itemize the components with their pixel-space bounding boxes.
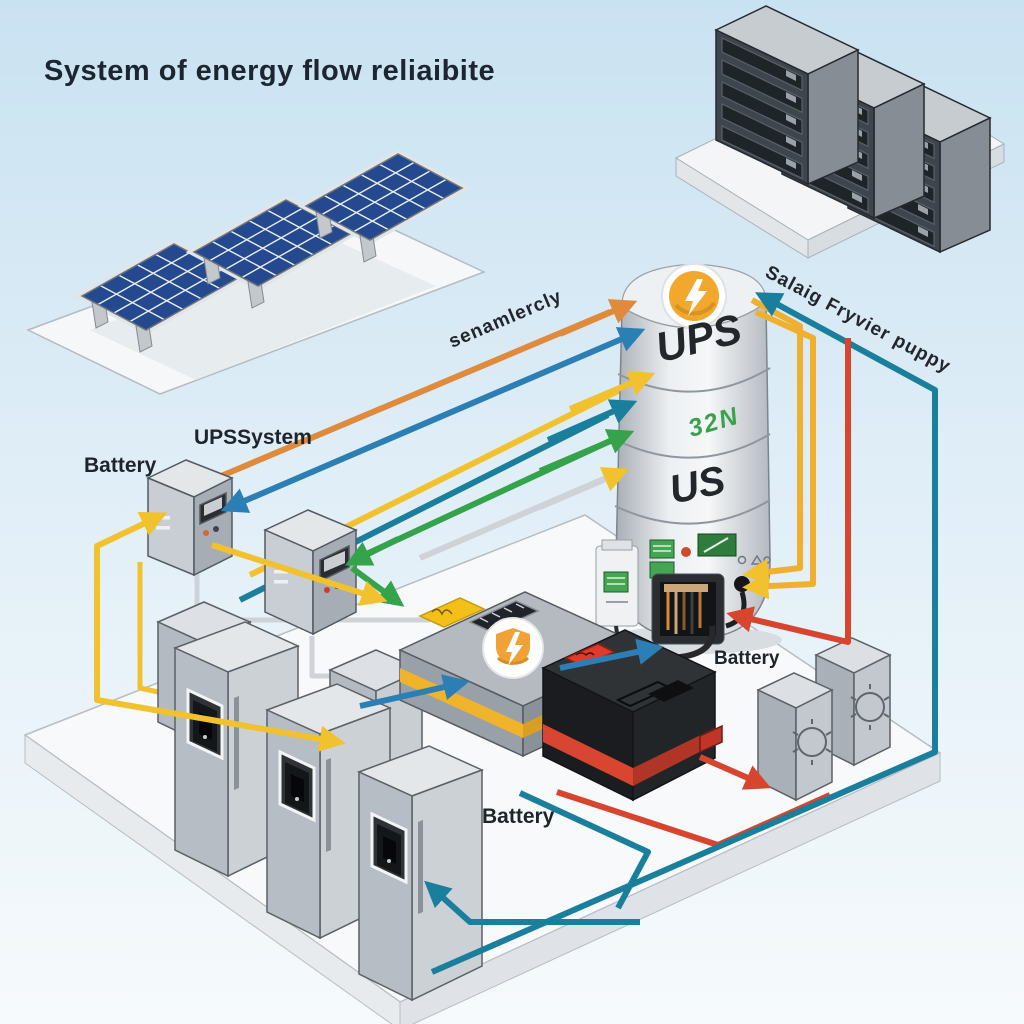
wire-gold-loop-2 [742,309,816,600]
server-rack-cluster [674,5,1006,259]
page-title: System of energy flow reliaibite [44,55,495,87]
wire-red-to-ups-base [726,338,851,645]
foreground-wiring [94,292,938,975]
inverter-lcd [468,600,540,633]
gear-icon [792,719,832,765]
control-button [213,526,219,532]
inverter-stripe [400,668,523,738]
gear-box [756,672,834,802]
arrow-blue-to-inverter [359,674,470,709]
control-button [324,587,330,593]
arrow-gray-to-ups [538,467,630,510]
arrow-teal-to-cabinet [424,880,640,925]
battery-clamp [699,724,723,754]
ups-system-control-box [263,509,358,636]
warning-label [418,597,486,628]
label-battery-right: Battery [714,648,780,669]
gear-box [814,637,892,767]
equipment-cabinet [357,744,484,1002]
arrow-red-to-gearbox [698,754,772,790]
battery-terminal [648,680,694,702]
ups-tower: UPS 32N US [595,263,782,662]
solar-shadow [90,238,436,380]
ups-side-module [595,539,645,655]
wire-blue-box-to-ups [220,327,646,513]
arrow-blue-to-battery [559,638,664,671]
label-battery-left: Battery [84,454,157,477]
label-ups-system: UPSSystem [194,426,312,449]
gear-icon [850,684,890,730]
arrow-yellow-box-to-box [211,542,388,606]
wire-yellow-loop [94,512,346,752]
arrow-green-to-ups [538,429,635,474]
indicator-light [681,547,691,557]
shield-lightning-icon [482,617,544,679]
black-battery [541,629,723,802]
control-button [203,530,209,536]
arrow-teal-to-ups [546,399,638,443]
battery-stripe [543,724,633,786]
solar-panel-array [26,154,486,395]
label-battery-bottom: Battery [482,805,555,828]
arrow-yellow-to-ups [568,371,656,412]
lightning-icon [661,263,727,329]
arrow-green-to-box [344,536,400,566]
power-plug [734,576,750,592]
